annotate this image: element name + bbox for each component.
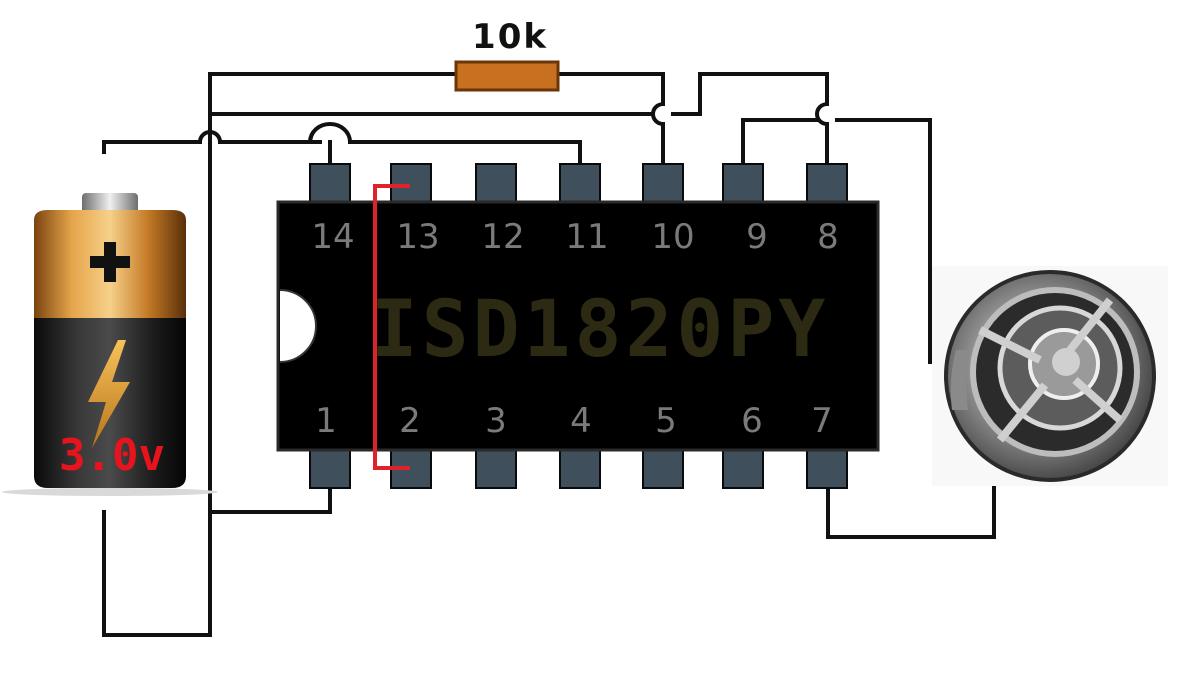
pin-number-10: 10 — [651, 217, 694, 257]
pin-number-9: 9 — [746, 217, 768, 257]
resistor-body — [454, 60, 560, 92]
chip-label: ISD1820PY — [371, 285, 830, 375]
wire-pin1 — [208, 488, 332, 514]
pin-number-5: 5 — [655, 401, 677, 441]
pin-11 — [559, 163, 601, 205]
pin-1 — [309, 447, 351, 489]
lightning-icon — [88, 340, 130, 448]
bottom-pins — [309, 447, 848, 489]
pin-8 — [806, 163, 848, 205]
pin-7 — [806, 447, 848, 489]
wire-pin14 — [307, 122, 582, 170]
resistor-label: 10k — [472, 17, 548, 57]
top-pins — [309, 163, 848, 205]
wire-resistor-right — [556, 72, 665, 106]
pin-number-13: 13 — [396, 217, 439, 257]
pin-9 — [722, 163, 764, 205]
resistor: 10k — [454, 17, 560, 92]
pin-10 — [642, 163, 684, 205]
pin-number-2: 2 — [399, 401, 421, 441]
battery-cap — [82, 193, 138, 215]
pin-number-8: 8 — [817, 217, 839, 257]
wires — [102, 72, 996, 637]
pin-4 — [559, 447, 601, 489]
pin-number-12: 12 — [481, 217, 524, 257]
battery-icon: 3.0v — [2, 193, 218, 496]
wire-resistor-left — [208, 72, 458, 637]
wire-battery-minus — [102, 510, 212, 637]
wire-battery-plus — [102, 130, 322, 154]
pin-5 — [642, 447, 684, 489]
pin-number-14: 14 — [311, 217, 354, 257]
pin-14 — [309, 163, 351, 205]
chip-body — [276, 200, 880, 452]
wire-pin8 — [815, 101, 830, 170]
wire-pin7 — [826, 486, 996, 539]
ic-chip: 14 13 12 11 10 9 8 1 2 3 4 5 6 7 ISD1820… — [276, 163, 880, 489]
pin-12 — [475, 163, 517, 205]
battery-voltage: 3.0v — [59, 430, 165, 481]
pin-number-4: 4 — [570, 401, 592, 441]
pin-number-11: 11 — [565, 217, 608, 257]
pin-number-7: 7 — [811, 401, 833, 441]
pin-number-3: 3 — [485, 401, 507, 441]
jumper-wire — [373, 184, 410, 470]
pin-6 — [722, 447, 764, 489]
pin-number-1: 1 — [315, 401, 337, 441]
wire-pin9 — [741, 118, 932, 364]
pin-3 — [475, 447, 517, 489]
wire-rail-114 — [208, 72, 829, 116]
pin-number-6: 6 — [741, 401, 763, 441]
speaker-icon — [932, 266, 1168, 486]
